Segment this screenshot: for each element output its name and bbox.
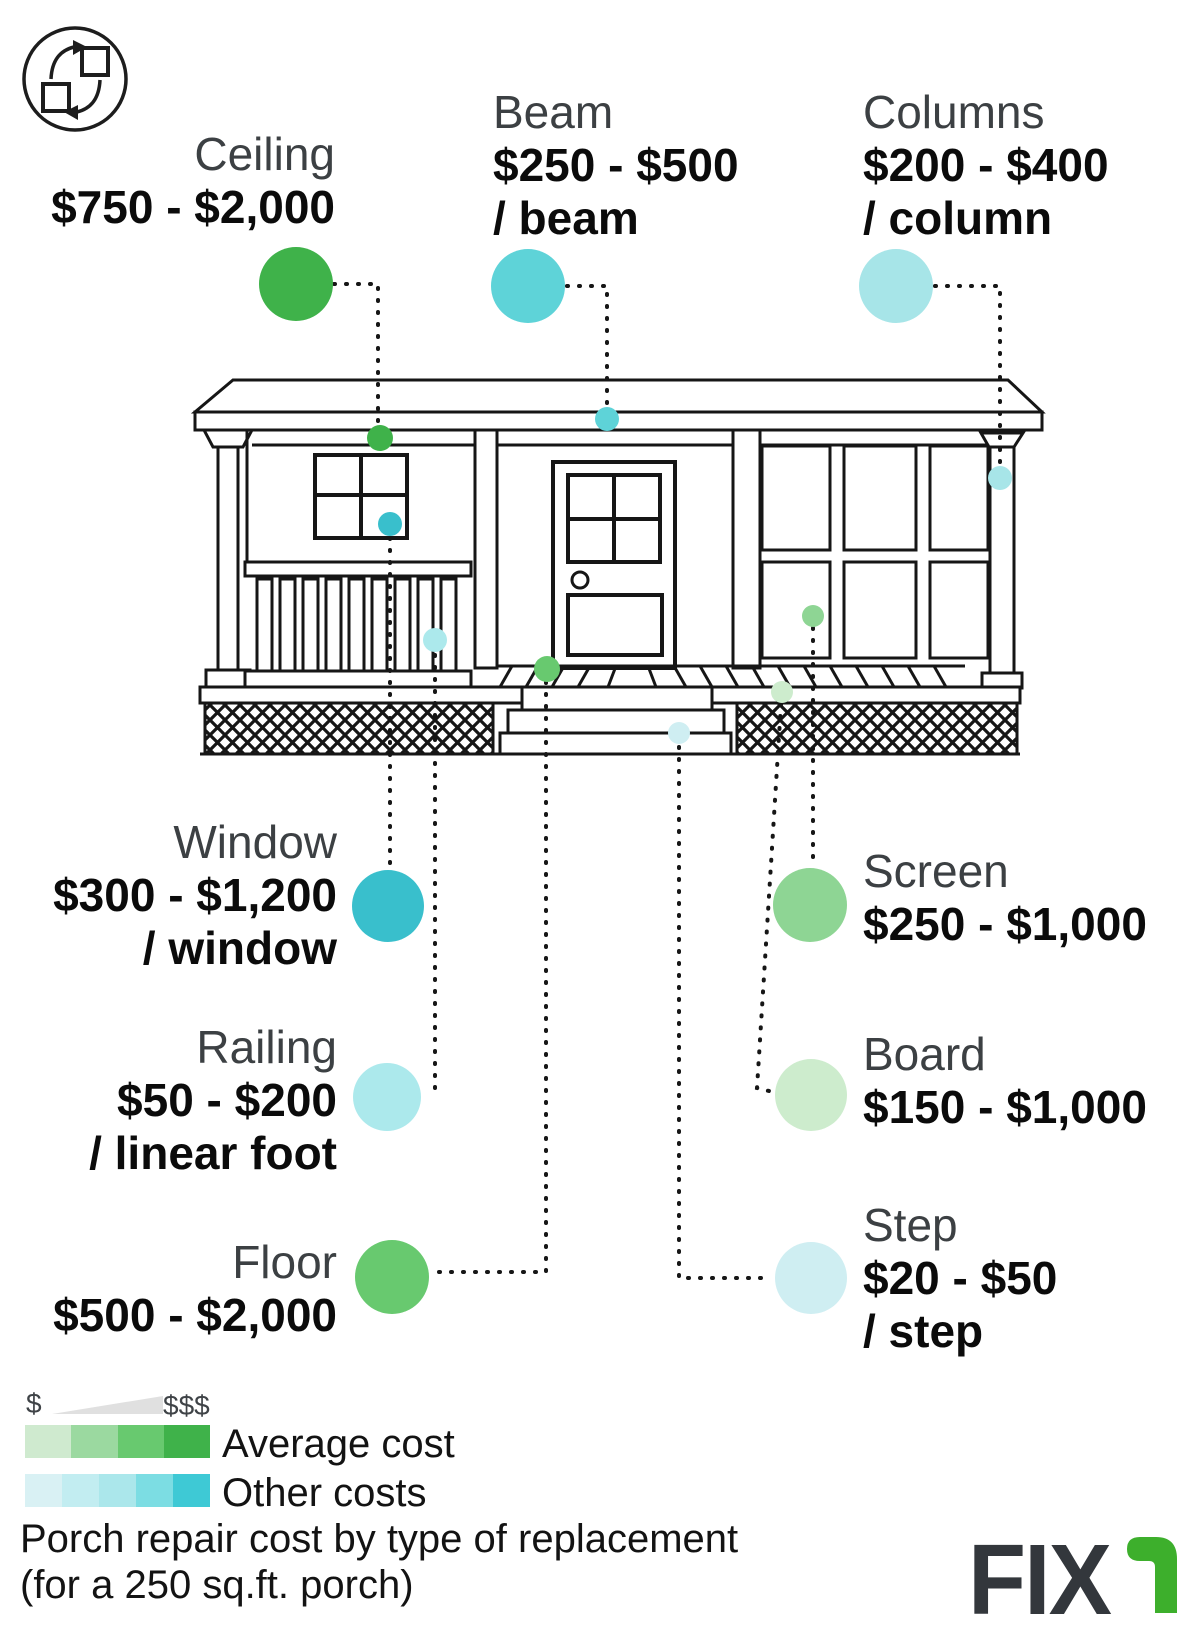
board-anchor-dot bbox=[771, 681, 793, 703]
callout-railing: Railing $50 - $200 / linear foot bbox=[0, 1021, 337, 1180]
callout-price: $250 - $500 bbox=[493, 139, 739, 191]
replacement-cycle-icon bbox=[22, 26, 128, 132]
step-dot bbox=[775, 1242, 847, 1314]
average-cost-label: Average cost bbox=[222, 1422, 455, 1466]
callout-title: Beam bbox=[493, 86, 614, 138]
window-dot bbox=[352, 870, 424, 942]
gradient-segment bbox=[25, 1474, 62, 1507]
callout-ceiling: Ceiling $750 - $2,000 bbox=[0, 128, 335, 234]
callout-unit: / step bbox=[863, 1305, 984, 1357]
gradient-segment bbox=[71, 1425, 118, 1458]
gradient-segment bbox=[99, 1474, 136, 1507]
legend-max-symbol: $$$ bbox=[163, 1390, 210, 1421]
anchor-dots bbox=[367, 407, 1012, 744]
callout-board: Board $150 - $1,000 bbox=[863, 1028, 1147, 1134]
screen-dot bbox=[773, 868, 847, 942]
fixr-logo: FIX bbox=[968, 1524, 1112, 1636]
other-costs-label: Other costs bbox=[222, 1471, 427, 1515]
callout-title: Columns bbox=[863, 86, 1045, 138]
callout-price: $50 - $200 bbox=[117, 1074, 337, 1126]
left-column bbox=[201, 428, 255, 689]
connector-board bbox=[754, 702, 783, 1094]
connector-step bbox=[677, 745, 774, 1280]
legend-min-symbol: $ bbox=[26, 1388, 42, 1419]
callout-title: Board bbox=[863, 1028, 986, 1080]
callout-price: $250 - $1,000 bbox=[863, 898, 1147, 950]
cost-scale-wedge bbox=[52, 1396, 163, 1414]
callout-title: Window bbox=[173, 816, 337, 868]
connector-railing bbox=[425, 653, 437, 1092]
board-dot bbox=[775, 1059, 847, 1131]
beam-dot bbox=[491, 249, 565, 323]
callout-beam: Beam $250 - $500 / beam bbox=[493, 86, 739, 245]
railing-dot bbox=[353, 1063, 421, 1131]
other-costs-gradient-bar bbox=[25, 1474, 210, 1507]
callout-columns: Columns $200 - $400 / column bbox=[863, 86, 1109, 245]
porch-posts bbox=[473, 428, 762, 670]
callout-title: Ceiling bbox=[194, 128, 335, 180]
screen-anchor-dot bbox=[802, 605, 824, 627]
window-anchor-dot bbox=[378, 512, 402, 536]
lattice-skirt bbox=[203, 701, 1019, 756]
callout-price: $750 - $2,000 bbox=[51, 181, 335, 233]
step-anchor-dot bbox=[668, 722, 690, 744]
callout-screen: Screen $250 - $1,000 bbox=[863, 845, 1147, 951]
connector-beam bbox=[565, 284, 609, 406]
callout-price: $300 - $1,200 bbox=[53, 869, 337, 921]
caption-line-1: Porch repair cost by type of replacement bbox=[20, 1517, 739, 1561]
callout-price: $200 - $400 bbox=[863, 139, 1109, 191]
callout-connectors bbox=[332, 282, 1002, 1280]
beam-anchor-dot bbox=[595, 407, 619, 431]
callout-unit: / linear foot bbox=[89, 1127, 337, 1179]
gradient-segment bbox=[62, 1474, 99, 1507]
front-steps bbox=[200, 685, 1020, 756]
callout-price: $150 - $1,000 bbox=[863, 1081, 1147, 1133]
gradient-segment bbox=[163, 1425, 210, 1458]
gradient-segment bbox=[25, 1425, 72, 1458]
gradient-segment bbox=[136, 1474, 173, 1507]
gradient-segment bbox=[117, 1425, 164, 1458]
connector-ceiling bbox=[332, 282, 380, 428]
caption-line-2: (for a 250 sq.ft. porch) bbox=[20, 1563, 414, 1607]
callout-floor: Floor $500 - $2,000 bbox=[0, 1236, 337, 1342]
ceiling-anchor-dot bbox=[367, 425, 393, 451]
floor-dot bbox=[355, 1240, 429, 1314]
callout-title: Floor bbox=[232, 1236, 337, 1288]
average-cost-gradient-bar bbox=[25, 1425, 210, 1458]
callout-price: $20 - $50 bbox=[863, 1252, 1058, 1304]
callout-unit: / window bbox=[142, 922, 337, 974]
columns-dot bbox=[859, 249, 933, 323]
callout-title: Screen bbox=[863, 845, 1009, 897]
porch-railing bbox=[243, 560, 473, 689]
fixr-logo-r-icon bbox=[1127, 1537, 1177, 1613]
callout-unit: / beam bbox=[493, 192, 639, 244]
roof bbox=[190, 378, 1046, 447]
gradient-segment bbox=[173, 1474, 210, 1507]
railing-anchor-dot bbox=[423, 628, 447, 652]
callout-window: Window $300 - $1,200 / window bbox=[0, 816, 337, 975]
floor-anchor-dot bbox=[534, 656, 560, 682]
columns-anchor-dot bbox=[988, 466, 1012, 490]
screen-wall bbox=[760, 444, 990, 660]
callout-title: Railing bbox=[196, 1021, 337, 1073]
callout-unit: / column bbox=[863, 192, 1053, 244]
porch-window bbox=[245, 430, 409, 562]
callout-price: $500 - $2,000 bbox=[53, 1289, 337, 1341]
callout-title: Step bbox=[863, 1199, 958, 1251]
ceiling-dot bbox=[259, 247, 333, 321]
front-door bbox=[551, 460, 677, 670]
connector-floor bbox=[430, 680, 548, 1274]
callout-step: Step $20 - $50 / step bbox=[863, 1199, 1057, 1358]
chart-caption: Porch repair cost by type of replacement… bbox=[20, 1516, 738, 1608]
